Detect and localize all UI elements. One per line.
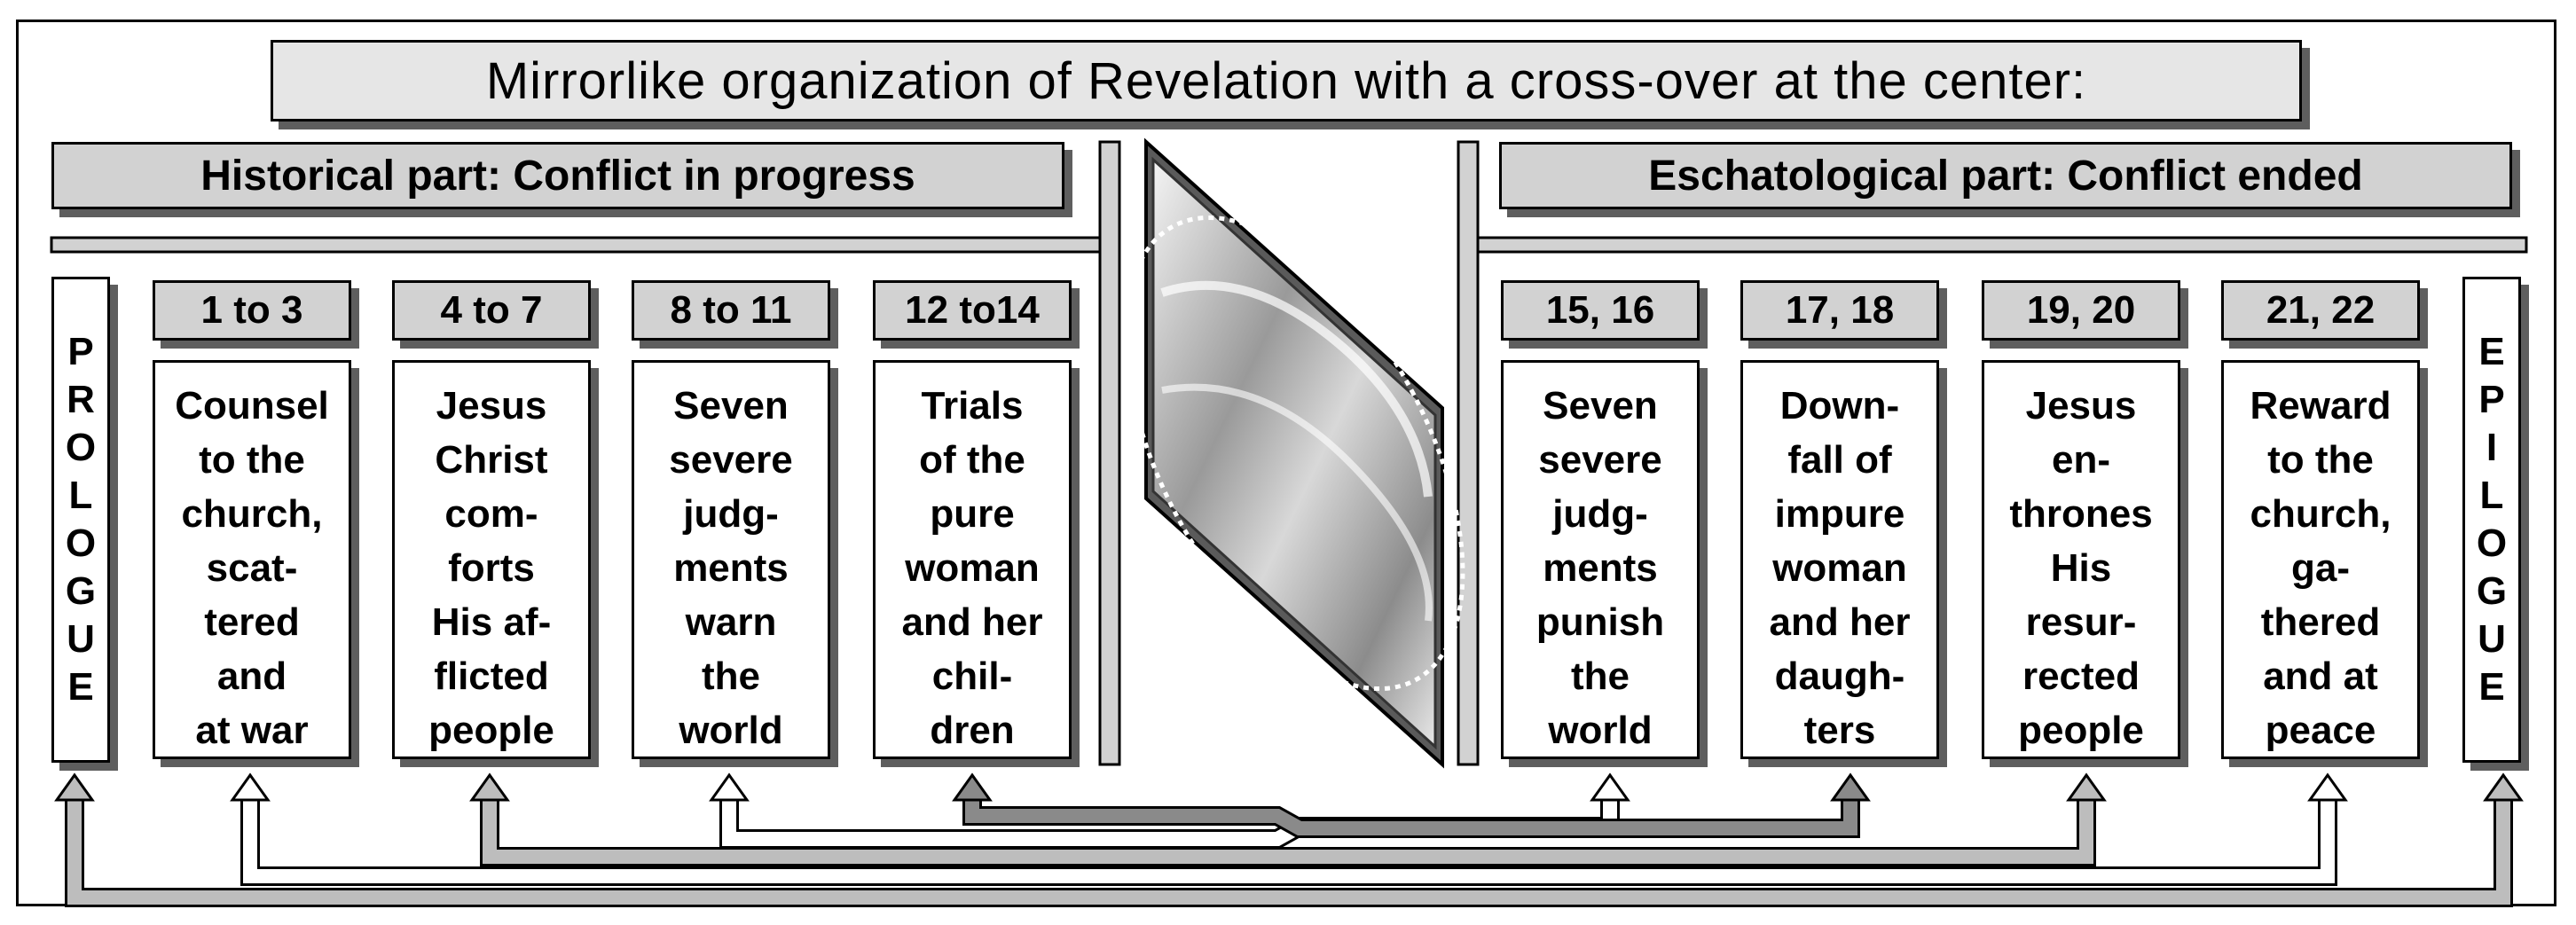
section-text: Counsel to the church, scat- tered and a… bbox=[153, 360, 351, 759]
right-pillar bbox=[1457, 140, 1480, 766]
prologue-letter: G bbox=[65, 569, 97, 613]
epilogue-letter: G bbox=[2476, 569, 2508, 613]
prologue-letter: O bbox=[65, 426, 97, 469]
prologue-letter: L bbox=[68, 474, 93, 517]
chapter-label: 8 to 11 bbox=[632, 280, 830, 341]
section-text: Jesus Christ com- forts His af- flicted … bbox=[392, 360, 591, 759]
arrow-up-icon bbox=[1590, 772, 1630, 802]
section-text: Seven severe judg- ments warn the world bbox=[632, 360, 830, 759]
connector-outer bbox=[65, 798, 2513, 907]
epilogue-letter: P bbox=[2478, 378, 2505, 421]
arrow-up-icon bbox=[2066, 772, 2107, 802]
eschatological-bracket-bar bbox=[1474, 236, 2528, 254]
arrow-up-icon bbox=[469, 772, 510, 802]
section-text: Jesus en- thrones His resur- rected peop… bbox=[1982, 360, 2180, 759]
prologue-box: P R O L O G U E bbox=[51, 277, 110, 763]
chapter-label: 15, 16 bbox=[1501, 280, 1700, 341]
arrow-up-icon bbox=[54, 772, 95, 802]
epilogue-letter: L bbox=[2479, 474, 2504, 517]
epilogue-letter: E bbox=[2478, 330, 2505, 373]
prologue-letter: P bbox=[67, 330, 94, 373]
epilogue-letter: O bbox=[2476, 521, 2508, 565]
arrow-up-icon bbox=[2483, 772, 2524, 802]
chapter-label: 12 to14 bbox=[873, 280, 1072, 341]
chapter-label: 17, 18 bbox=[1740, 280, 1939, 341]
arrow-up-icon bbox=[709, 772, 750, 802]
chapter-label: 21, 22 bbox=[2221, 280, 2420, 341]
section-text: Seven severe judg- ments punish the worl… bbox=[1501, 360, 1700, 759]
diagram-title: Mirrorlike organization of Revelation wi… bbox=[271, 40, 2302, 122]
chapter-label: 19, 20 bbox=[1982, 280, 2180, 341]
epilogue-letter: U bbox=[2478, 617, 2506, 661]
section-text: Trials of the pure woman and her chil- d… bbox=[873, 360, 1072, 759]
chapter-label: 4 to 7 bbox=[392, 280, 591, 341]
historical-part-label: Historical part: Conflict in progress bbox=[51, 142, 1064, 209]
prologue-letter: E bbox=[67, 665, 94, 709]
historical-bracket-bar bbox=[50, 236, 1102, 254]
section-text: Reward to the church, ga- thered and at … bbox=[2221, 360, 2420, 759]
mirror-icon bbox=[1123, 137, 1465, 769]
prologue-letter: R bbox=[67, 378, 95, 421]
arrow-up-icon bbox=[230, 772, 271, 802]
arrow-up-icon bbox=[952, 772, 993, 802]
arrow-up-icon bbox=[2307, 772, 2348, 802]
epilogue-box: E P I L O G U E bbox=[2462, 277, 2521, 763]
epilogue-letter: E bbox=[2478, 665, 2505, 709]
section-text: Down- fall of impure woman and her daugh… bbox=[1740, 360, 1939, 759]
chapter-label: 1 to 3 bbox=[153, 280, 351, 341]
arrow-heads bbox=[54, 772, 2524, 802]
arrow-up-icon bbox=[1830, 772, 1871, 802]
prologue-letter: O bbox=[65, 521, 97, 565]
left-pillar bbox=[1098, 140, 1121, 766]
prologue-letter: U bbox=[67, 617, 95, 661]
epilogue-letter: I bbox=[2486, 426, 2498, 469]
eschatological-part-label: Eschatological part: Conflict ended bbox=[1499, 142, 2512, 209]
